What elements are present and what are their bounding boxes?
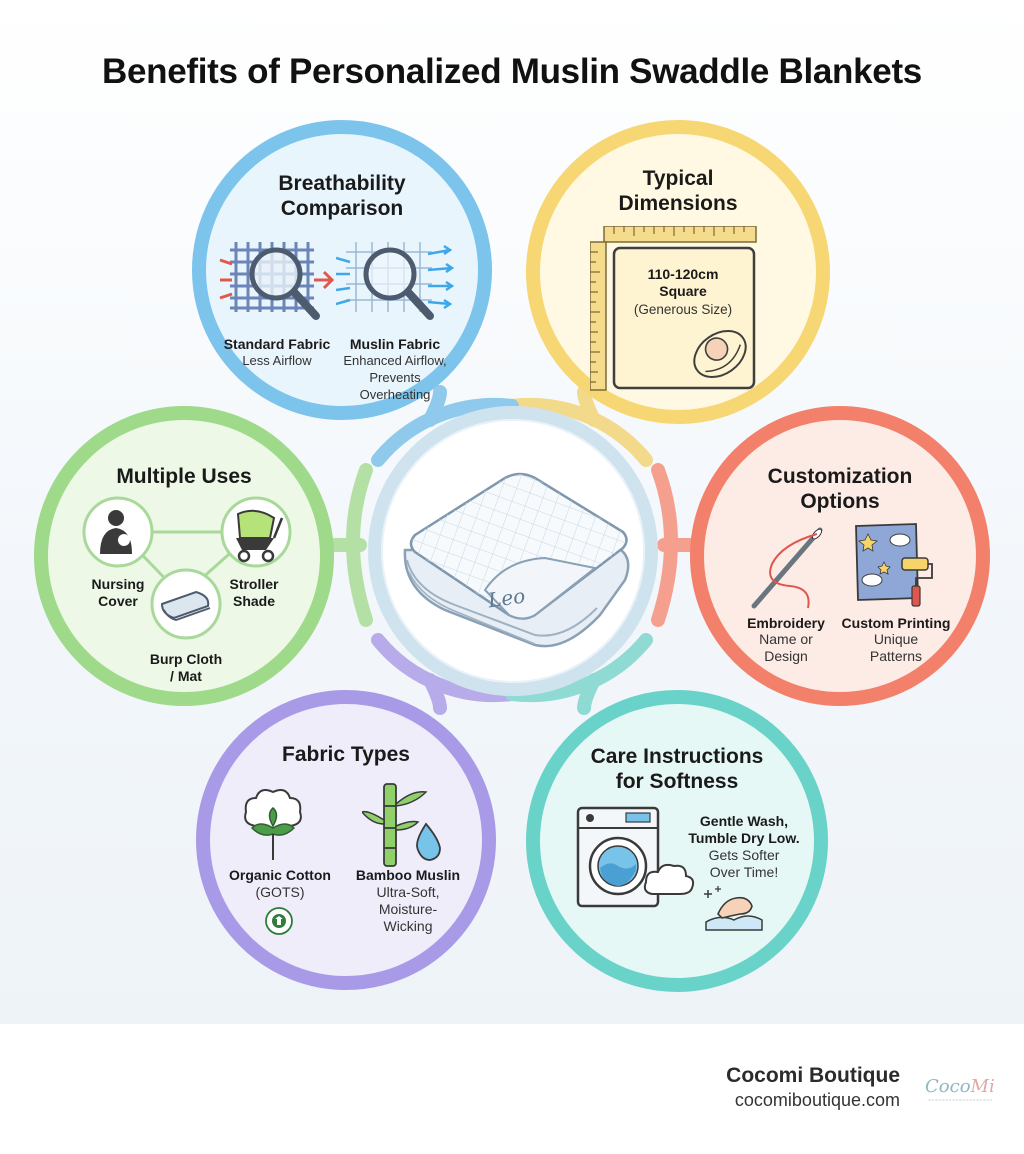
- custom-print-icon: [855, 523, 933, 607]
- uses-title: Multiple Uses: [116, 465, 252, 488]
- connector-lines: [328, 385, 697, 715]
- fabric-circle: [196, 690, 496, 990]
- footer-brand: Cocomi Boutique: [726, 1064, 900, 1087]
- cotton-icon: [244, 789, 302, 860]
- embroidery-label: Embroidery: [747, 615, 825, 631]
- brand-logo-tagline-icon: ~~~~~~~~~~~~~~~~~~~: [928, 1098, 993, 1104]
- footer-url[interactable]: cocomiboutique.com: [734, 1090, 900, 1110]
- footer: [0, 1024, 1024, 1154]
- care-line2: Tumble Dry Low.: [688, 830, 800, 846]
- customization-title: Customization Options: [767, 465, 913, 513]
- care-line4: Over Time!: [709, 864, 779, 880]
- stroller-shade-label: Stroller Shade: [229, 576, 279, 609]
- dimensions-size: 110-120cm Square: [647, 266, 719, 299]
- uses-icons: [82, 496, 292, 640]
- folded-blanket-icon: [403, 472, 630, 648]
- standard-fabric-sub: Less Airflow: [242, 353, 312, 368]
- measuring-ruler-icon: [590, 226, 757, 391]
- organic-cotton-sub: (GOTS): [255, 884, 305, 900]
- nursing-cover-label: Nursing Cover: [91, 576, 145, 609]
- bamboo-muslin-sub: Ultra-Soft, Moisture- Wicking: [376, 884, 440, 934]
- burp-cloth-label: Burp Cloth / Mat: [149, 651, 223, 684]
- muslin-fabric-sub: Enhanced Airflow, Prevents Overheating: [343, 353, 447, 402]
- breathability-title: Breathability Comparison: [278, 172, 406, 220]
- soft-fabric-hand-icon: [704, 886, 763, 931]
- bamboo-muslin-label: Bamboo Muslin: [355, 867, 461, 883]
- care-line3: Gets Softer: [708, 847, 780, 863]
- muslin-fabric-label: Muslin Fabric: [349, 336, 441, 352]
- needle-thread-icon: [751, 527, 823, 609]
- embroidery-sub: Name or Design: [759, 631, 813, 664]
- brand-logo-icon: CocoMi: [925, 1076, 995, 1097]
- blanket-name-text: Leo: [486, 583, 527, 613]
- washing-machine-icon: [576, 806, 695, 908]
- page-title: Benefits of Personalized Muslin Swaddle …: [102, 52, 922, 91]
- organic-cotton-label: Organic Cotton: [229, 867, 331, 883]
- custom-printing-sub: Unique Patterns: [869, 631, 923, 664]
- infographic-canvas: Benefits of Personalized Muslin Swaddle …: [0, 0, 1024, 1024]
- dimensions-note: (Generous Size): [633, 302, 733, 317]
- care-line1: Gentle Wash,: [699, 813, 789, 829]
- muslin-fabric-icon: [336, 242, 455, 320]
- bamboo-icon: [362, 783, 441, 867]
- care-title: Care Instructions for Softness: [590, 745, 764, 793]
- gots-badge-icon: [265, 907, 293, 935]
- fabric-title: Fabric Types: [282, 743, 410, 766]
- dimensions-title: Typical Dimensions: [618, 167, 738, 215]
- standard-fabric-label: Standard Fabric: [223, 336, 331, 352]
- standard-fabric-icon: [219, 242, 335, 320]
- custom-printing-label: Custom Printing: [841, 615, 951, 631]
